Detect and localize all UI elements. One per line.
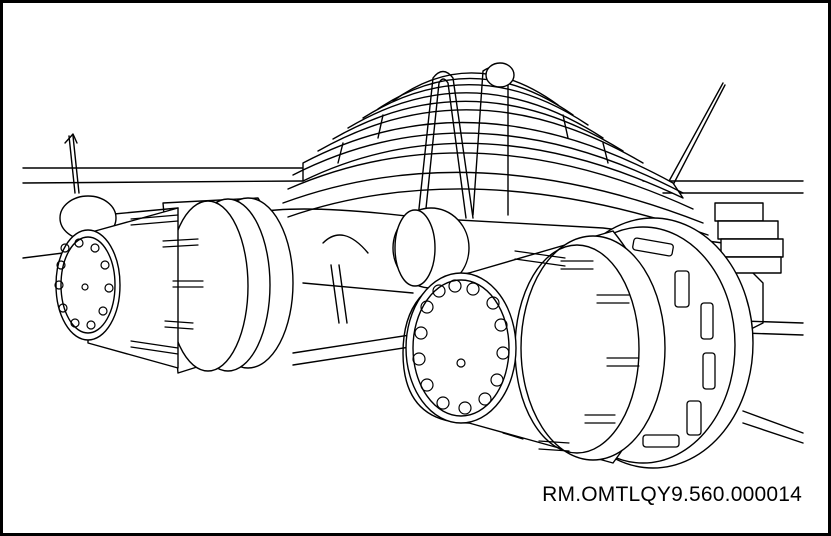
left-wheel-hub <box>54 195 294 374</box>
u-bolt <box>417 62 515 219</box>
wheel-stud <box>130 214 204 355</box>
right-wheel-hub <box>402 217 754 469</box>
rear-axle-assembly-drawing <box>22 62 804 469</box>
axle-housing <box>252 202 784 366</box>
sensor-rod <box>64 82 726 194</box>
wheel-stud <box>502 250 640 452</box>
reference-code: RM.OMTLQY9.560.000014 <box>542 483 802 506</box>
leaf-spring-stack <box>282 72 709 236</box>
